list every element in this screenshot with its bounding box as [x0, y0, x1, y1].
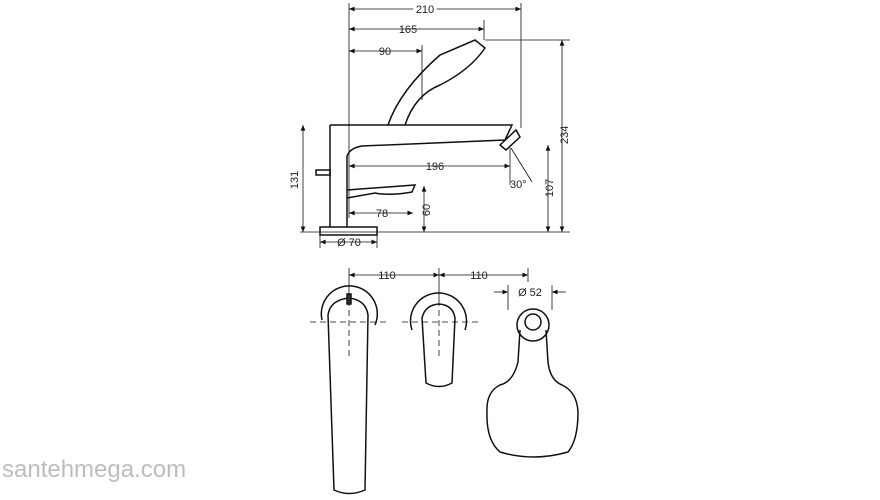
svg-text:234: 234 — [559, 126, 571, 144]
centerlines — [310, 300, 478, 360]
svg-text:78: 78 — [376, 208, 388, 220]
svg-text:210: 210 — [416, 4, 434, 16]
svg-text:110: 110 — [378, 270, 396, 282]
dimension-lines — [300, 3, 570, 248]
svg-text:110: 110 — [470, 270, 488, 282]
top-view-dimension-lines — [348, 268, 566, 310]
side-view-labels: 210 210 165 90 196 30° 78 60 131 107 234… — [289, 1, 571, 249]
svg-text:90: 90 — [379, 46, 391, 58]
top-view-labels: 110 110 Ø 52 — [378, 270, 542, 299]
svg-text:Ø 52: Ø 52 — [518, 287, 542, 299]
svg-text:60: 60 — [421, 204, 433, 216]
svg-text:131: 131 — [289, 171, 301, 189]
svg-text:30°: 30° — [510, 179, 527, 191]
top-view-outline — [320, 285, 579, 495]
svg-text:165: 165 — [399, 24, 417, 36]
svg-text:Ø 70: Ø 70 — [337, 237, 361, 249]
svg-text:210: 210 — [416, 4, 434, 16]
svg-text:107: 107 — [544, 179, 556, 197]
side-view-outline — [315, 39, 521, 236]
watermark: santehmega.com — [2, 456, 187, 483]
svg-text:196: 196 — [426, 161, 444, 173]
